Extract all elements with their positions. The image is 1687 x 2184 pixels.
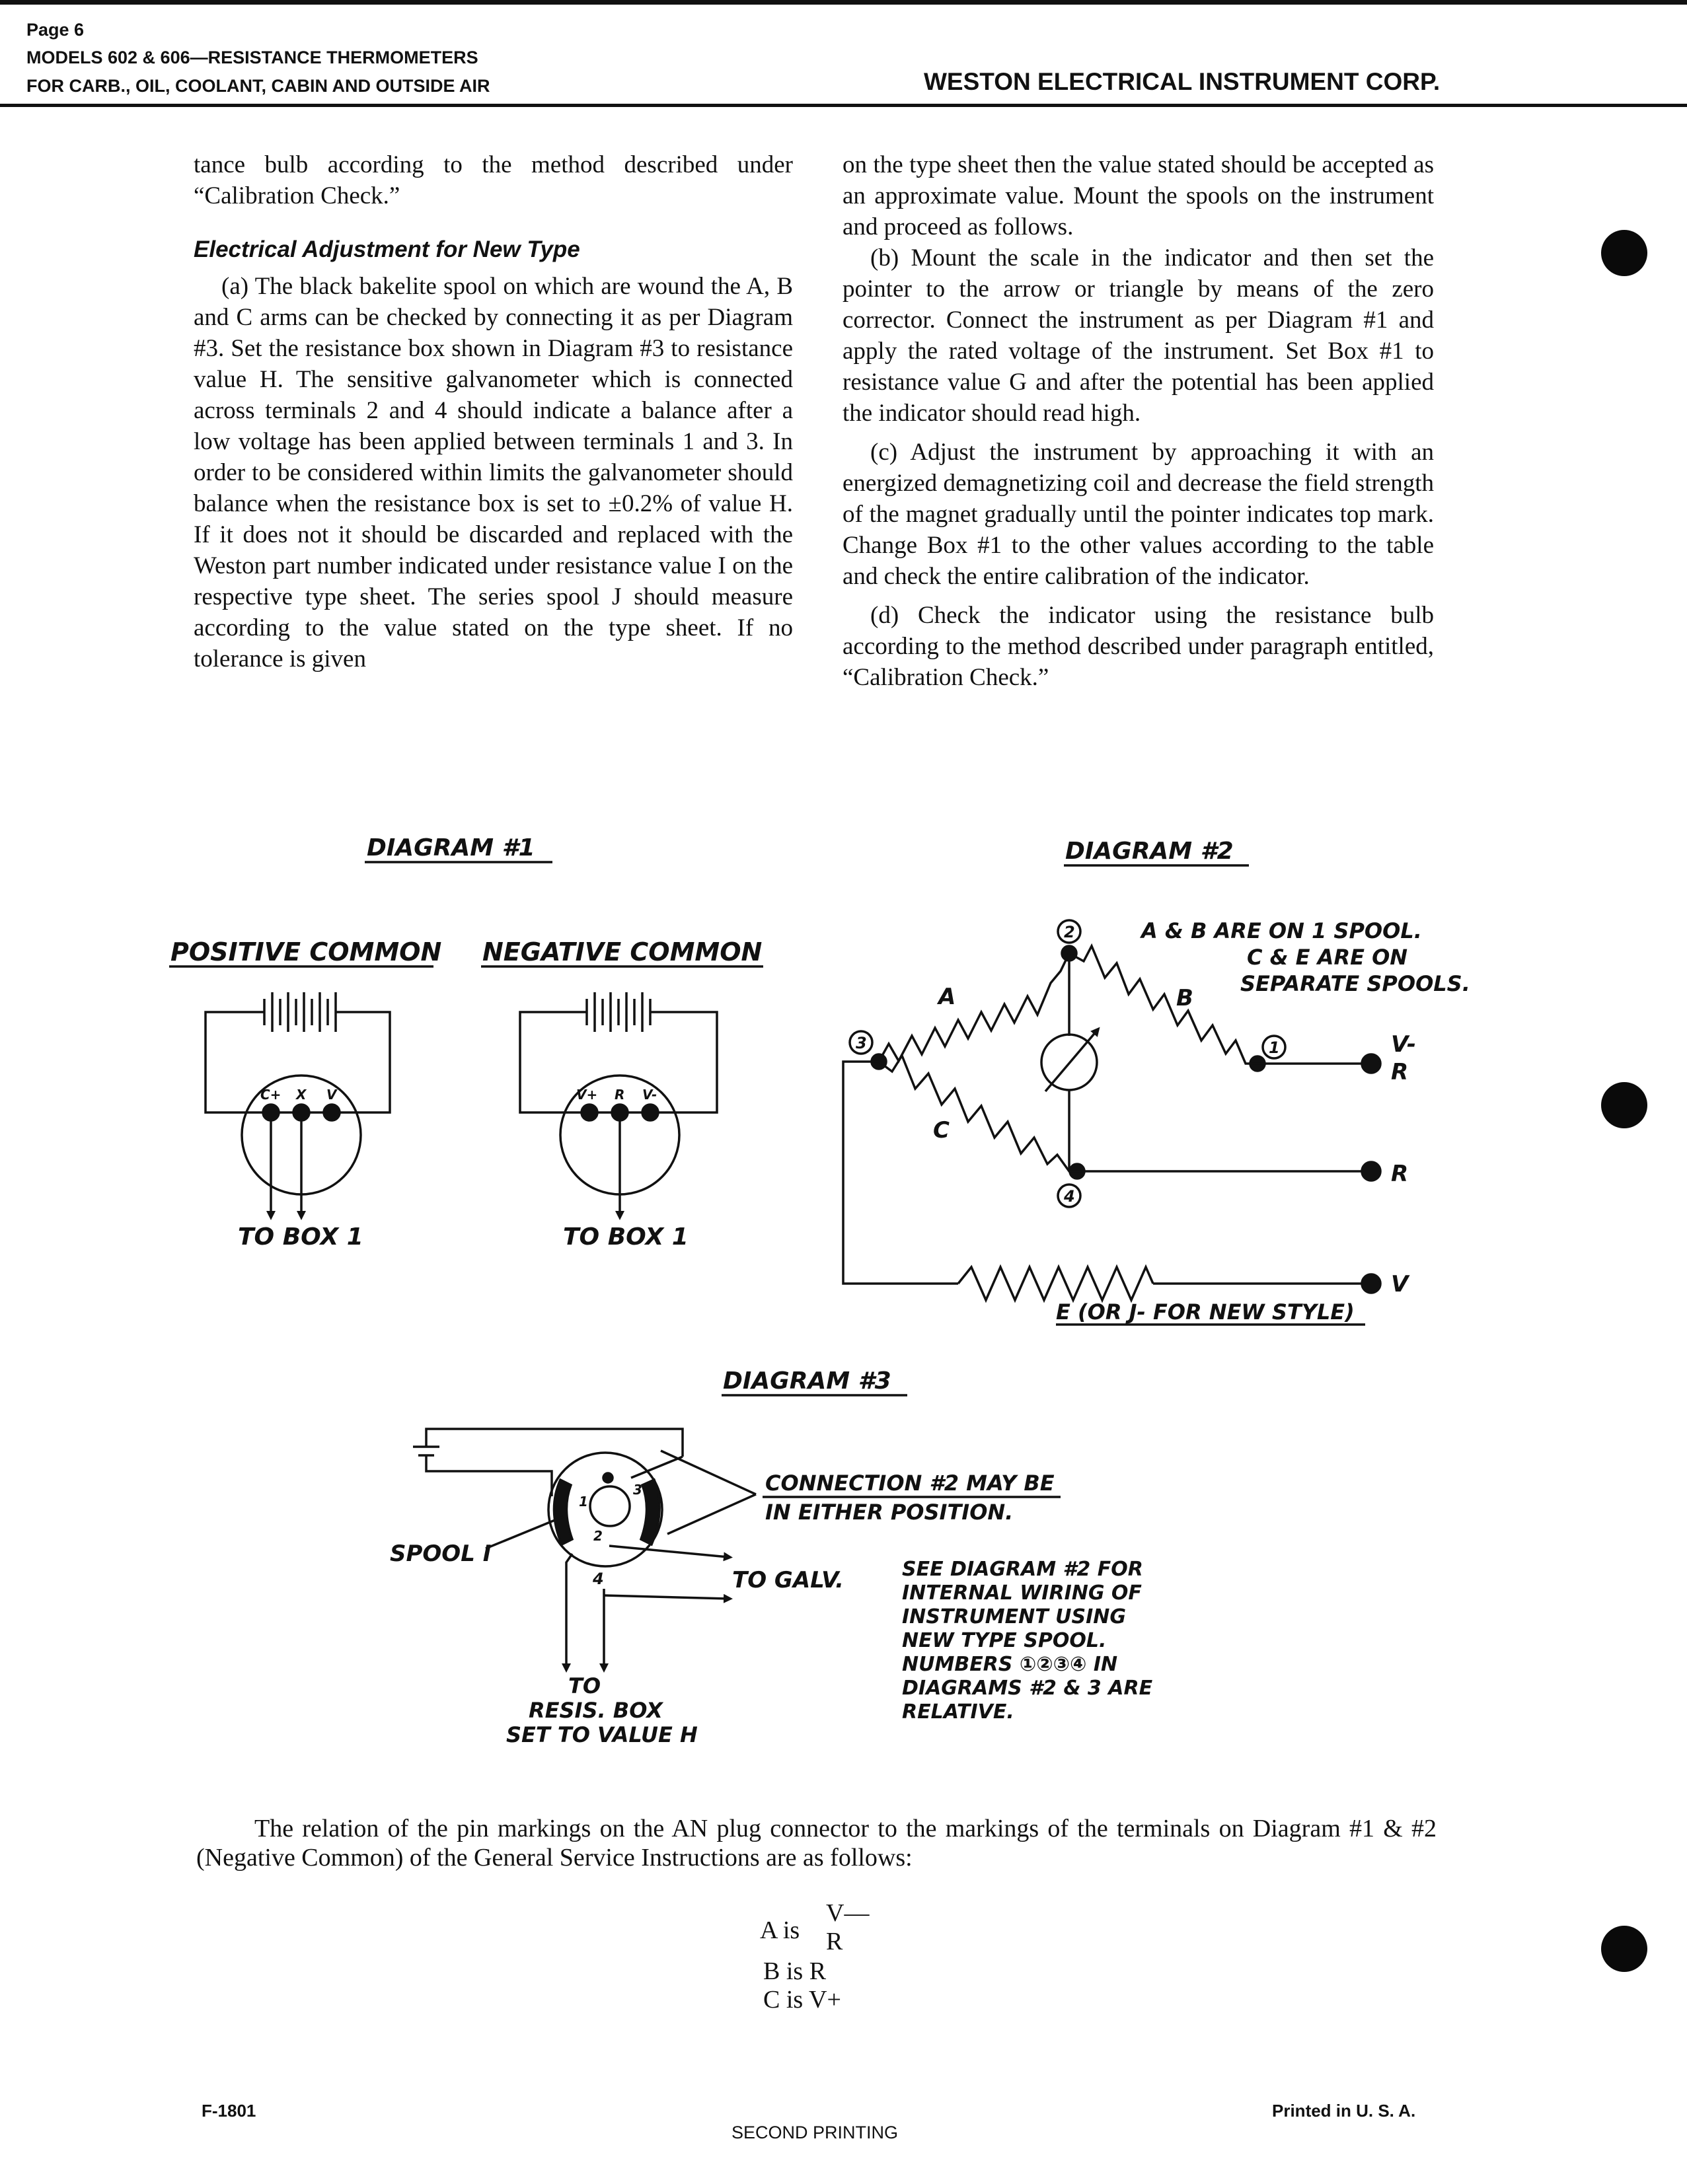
header-subject-line: FOR CARB., OIL, COOLANT, CABIN AND OUTSI… [26,76,490,96]
spool-note-1: A & B ARE ON 1 SPOOL. [1139,918,1422,943]
diagram3-circuit: 1 2 3 4 CONNECTION #2 MAY BE IN EITHER P… [390,1428,1153,1747]
diagram2-title: DIAGRAM #2 [1065,838,1234,865]
arm-a-label: A [936,984,956,1010]
to-galv-label: TO GALV. [732,1567,844,1593]
pos-pin-3: V [326,1087,338,1103]
spool-note-2: C & E ARE ON [1247,945,1407,970]
plug-socket [547,1451,663,1568]
pin-map-b: B is R [763,1957,827,1985]
right-column: on the type sheet then the value stated … [843,149,1434,693]
node-2-label: 2 [1064,923,1075,941]
para-d: (d) Check the indicator using the resist… [843,602,1434,691]
footer-printing: SECOND PRINTING [731,2123,899,2142]
page-number: Page 6 [26,20,85,40]
e-resistor [957,1264,1154,1303]
node-1-label: 1 [1269,1038,1280,1057]
see-note-1: SEE DIAGRAM #2 FOR [902,1558,1143,1581]
node-3-label: 3 [856,1034,867,1052]
pin-map-c: C is V+ [763,1986,841,2014]
binder-hole-top [1601,230,1647,276]
resis-set-value: SET TO VALUE H [506,1722,698,1747]
diagram3-title: DIAGRAM #3 [723,1367,891,1395]
term-r: R [1391,1161,1408,1187]
arm-c-resistor [878,1053,1077,1173]
bridge-circuit: 2 3 1 4 A B C [842,919,1416,1326]
neg-pin-3: V- [642,1087,657,1103]
pin-1-label: 1 [579,1494,588,1510]
para-a: (a) The black bakelite spool on which ar… [194,273,793,673]
neg-pin-2: R [615,1087,624,1103]
top-border [0,0,1687,5]
positive-common-circuit: C+ X V TO BOX 1 [204,992,391,1251]
term-vminus-r: R [1391,1059,1408,1085]
pin-4-label: 4 [592,1570,604,1588]
left-column: tance bulb according to the method descr… [194,149,793,674]
pos-pin-2: X [295,1087,307,1103]
see-note-4: NEW TYPE SPOOL. [902,1629,1106,1652]
battery-symbol-negative [585,992,652,1032]
header-models-line: MODELS 602 & 606—RESISTANCE THERMOMETERS [26,48,478,67]
node-4-label: 4 [1063,1187,1075,1206]
right-para-continued: on the type sheet then the value stated … [843,151,1434,240]
header-company: WESTON ELECTRICAL INSTRUMENT CORP. [924,68,1441,95]
see-note-5: NUMBERS ①②③④ IN [902,1653,1117,1676]
footer-form-number: F-1801 [202,2101,256,2121]
neg-to-box: TO BOX 1 [563,1223,689,1251]
left-para-continued: tance bulb according to the method descr… [194,151,793,209]
para-c: (c) Adjust the instrument by approaching… [843,439,1434,590]
para-b: (b) Mount the scale in the indicator and… [843,244,1434,427]
pos-pin-1: C+ [260,1087,281,1103]
binder-hole-middle [1601,1082,1647,1128]
term-v: V [1391,1271,1410,1297]
arm-c-label: C [933,1117,950,1144]
positive-common-label: POSITIVE COMMON [170,937,441,966]
see-note-7: RELATIVE. [902,1700,1014,1724]
diagram1-title: DIAGRAM #1 [367,834,535,861]
pin-3-label: 3 [633,1482,642,1498]
neg-pin-1: V+ [576,1087,597,1103]
e-label: E (OR J- FOR NEW STYLE) [1056,1299,1355,1325]
pin-map-a-prefix: A is [760,1916,800,1944]
negative-common-label: NEGATIVE COMMON [482,937,762,966]
header-rule [0,104,1687,107]
negative-common-circuit: V+ R V- TO BOX 1 [519,992,718,1251]
see-note-3: INSTRUMENT USING [902,1605,1126,1628]
connection-note-1: CONNECTION #2 MAY BE [765,1471,1055,1496]
connection-note-2: IN EITHER POSITION. [765,1500,1013,1525]
see-note-2: INTERNAL WIRING OF [902,1582,1142,1605]
relation-paragraph: The relation of the pin markings on the … [196,1815,1437,1872]
pin-map-a-bottom: R [826,1928,843,1955]
arm-b-resistor [1068,943,1257,1065]
pin-map-a-top: V— [826,1899,870,1927]
battery-symbol-positive [263,992,337,1032]
binder-hole-bottom [1601,1926,1647,1972]
resis-box: RESIS. BOX [529,1698,663,1723]
spool-note-3: SEPARATE SPOOLS. [1240,971,1470,996]
see-note-6: DIAGRAMS #2 & 3 ARE [902,1677,1153,1700]
arm-b-label: B [1176,985,1193,1011]
section-heading: Electrical Adjustment for New Type [194,237,580,262]
pin-2-label: 2 [593,1528,603,1544]
spool-label: SPOOL I [390,1541,491,1567]
resis-to: TO [568,1673,601,1698]
footer-printed: Printed in U. S. A. [1272,2101,1416,2121]
term-vminus: V- [1391,1031,1416,1058]
pos-to-box: TO BOX 1 [238,1223,363,1251]
arm-a-resistor [878,953,1070,1064]
